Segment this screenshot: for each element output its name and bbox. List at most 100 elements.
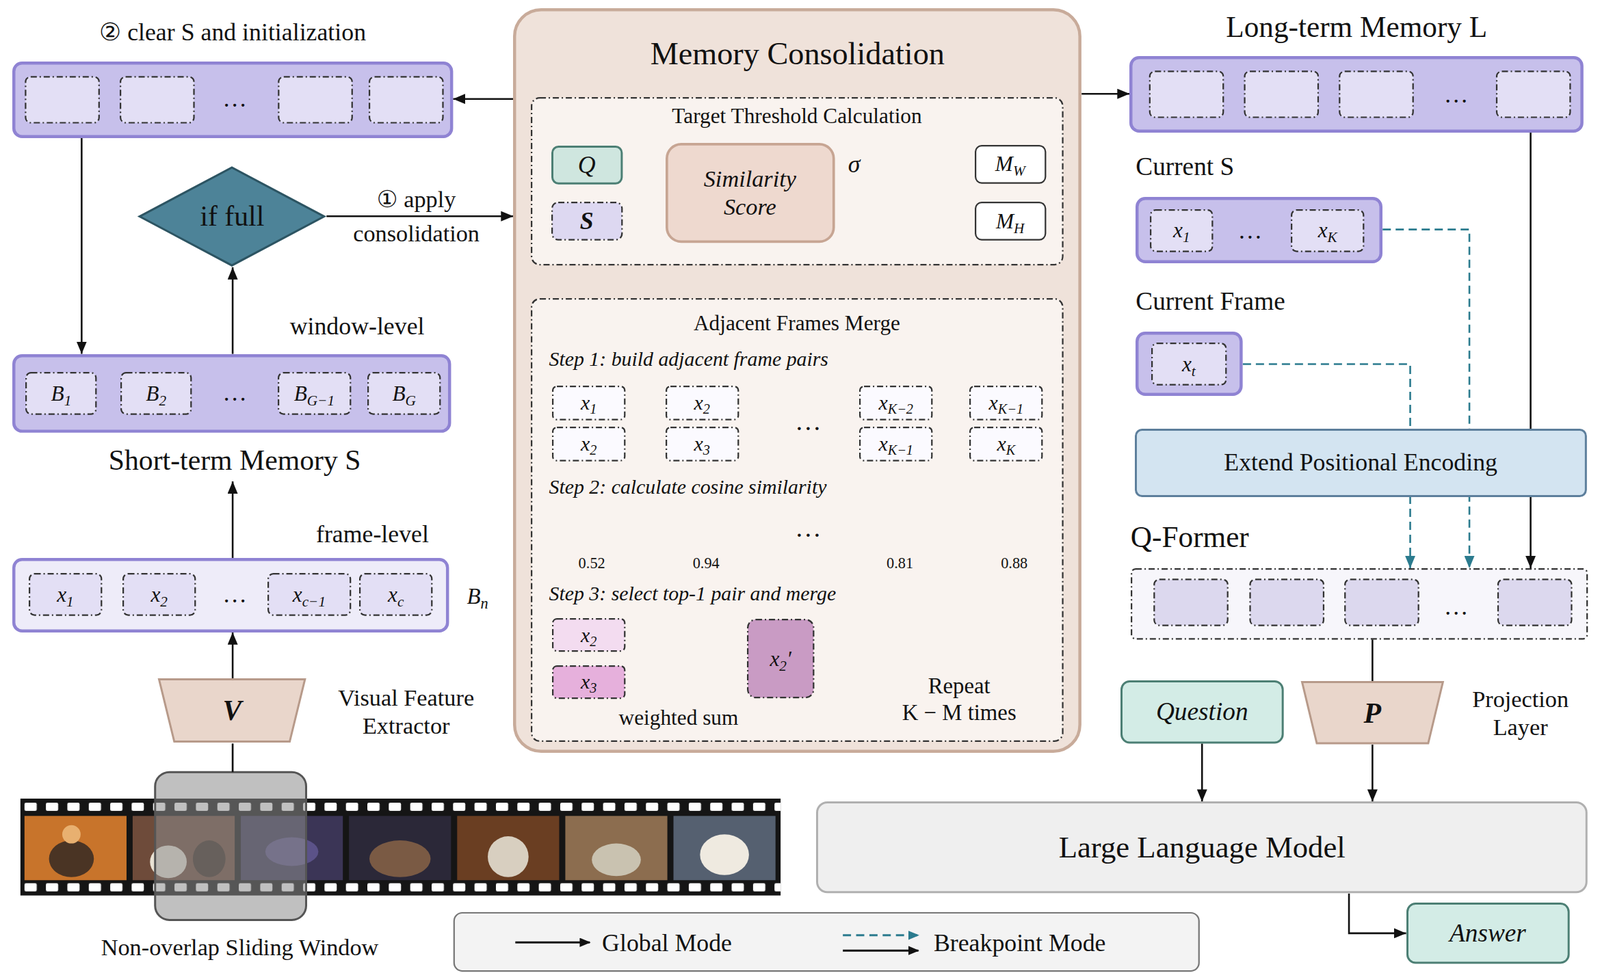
symbol-base: x [1182, 352, 1192, 377]
subscript: 2 [589, 442, 597, 458]
connector [452, 97, 514, 100]
symbol-base: x [694, 432, 704, 455]
text-run: 0.52 [578, 554, 606, 574]
memory-slot [1496, 71, 1570, 117]
symbol-base: x [694, 391, 704, 414]
memory-band: frame-level…Bnx1x2xc−1xc [12, 558, 449, 633]
text-run: xt [1182, 351, 1196, 378]
text-run: xK−2 [878, 390, 914, 416]
legend-frame [454, 913, 1200, 972]
subscript: 3 [703, 442, 711, 458]
text-run: x2 [580, 431, 597, 457]
film-frame [24, 816, 127, 881]
text-run: 0.81 [886, 554, 914, 574]
text-run: x1 [56, 582, 74, 609]
text-run: … [794, 405, 822, 438]
subscript: 2 [589, 634, 597, 650]
symbol-base: x [580, 391, 590, 414]
node-shape [25, 373, 96, 415]
node-text: ② clear S and initialization [12, 12, 453, 54]
node-shape [1150, 210, 1213, 252]
annotation-label: Step 1: build adjacent frame pairs [549, 342, 1050, 376]
text-run: if full [199, 199, 265, 234]
text-run: B1 [51, 381, 72, 408]
memory-band: Long-term Memory L… [1129, 56, 1584, 133]
film-holes [20, 798, 781, 897]
annotation-label: σ [838, 147, 870, 181]
node-text: S [551, 201, 623, 241]
subscript: K−1 [998, 402, 1024, 418]
text-run: xK [996, 431, 1016, 457]
memory-slot: x1 [28, 573, 102, 617]
text-run: x2 [580, 623, 597, 648]
film-base [20, 798, 781, 897]
node-text: Current S [1135, 149, 1360, 187]
node-shape [139, 167, 325, 266]
node-shape [13, 559, 448, 631]
text-run: Bn [467, 583, 489, 611]
text-run: Projection Layer [1452, 685, 1589, 742]
memory-slot [1149, 71, 1224, 117]
text-run: x2′ [769, 646, 791, 673]
node-text: xc [359, 573, 433, 617]
connector [80, 137, 83, 354]
text-run: Step 1: build adjacent frame pairs [549, 346, 829, 372]
node-text: Short-term Memory S [30, 438, 440, 482]
node-text: xK−2 [859, 385, 933, 421]
symbol-base: x [769, 647, 780, 672]
frame-box: x2 [665, 385, 739, 421]
text-run: B2 [145, 381, 167, 408]
memory-slot: B1 [25, 372, 97, 416]
text-run: x3 [694, 431, 711, 457]
memory-band: window-level…Short-term Memory SB1B2BG−1… [12, 354, 451, 434]
node-text: x2 [552, 618, 626, 652]
annotation-label: … [777, 510, 840, 546]
node-text: x1 [552, 385, 626, 421]
node-text: MW [974, 145, 1046, 185]
annotation-label: Repeat K − M times [886, 668, 1033, 732]
memory-band: ② clear S and initialization… [12, 61, 453, 139]
node-text: xK [1290, 209, 1365, 253]
prime-mark: ′ [786, 647, 792, 672]
frame-box: xK−1 [969, 385, 1043, 421]
annotation-label: Step 3: select top-1 pair and merge [549, 577, 1050, 611]
text-run: Answer [1449, 918, 1527, 950]
node-text: if full [137, 165, 327, 268]
node-text: x1 [28, 573, 102, 617]
symbol-base: x [387, 582, 398, 607]
legend-sample [515, 941, 590, 944]
node-shape [13, 62, 452, 137]
node-shape [359, 573, 432, 615]
node-text: Similarity Score [687, 147, 813, 238]
node-text: x1 [1149, 209, 1213, 253]
node-text: x3 [552, 665, 626, 700]
symbol-base: B [145, 381, 159, 406]
text-run: x1 [1173, 217, 1191, 244]
symbol-base: M [995, 209, 1014, 234]
text-run: window-level [290, 311, 425, 342]
subscript: K [1327, 229, 1338, 246]
text-run: … [1237, 216, 1263, 246]
symbol-base: x [580, 432, 590, 455]
node-text: Memory Consolidation [513, 28, 1082, 81]
node-shape [747, 620, 814, 699]
text-run: Visual Feature Extractor [303, 684, 510, 741]
text-run: 0.94 [692, 554, 720, 574]
annotation-label: Non-overlap Sliding Window [20, 928, 459, 968]
node-shape [975, 202, 1046, 240]
text-run: V [222, 693, 242, 728]
node-shape [121, 373, 191, 415]
node-text: Target Threshold Calculation [530, 99, 1064, 135]
edge-label: ① apply consolidation [322, 182, 510, 252]
symbol-base: x [878, 432, 888, 455]
subscript: 1 [1182, 229, 1191, 246]
decision-diamond: if full [137, 165, 327, 268]
legend-sample [842, 950, 918, 953]
node-shape [666, 386, 739, 420]
memory-band: Current Framext [1135, 331, 1243, 397]
process-box: Similarity Score [665, 142, 836, 243]
node-shape [666, 144, 834, 242]
connector [231, 481, 234, 559]
module-panel: Memory ConsolidationTarget Threshold Cal… [513, 8, 1082, 754]
subscript: K−2 [887, 402, 914, 418]
